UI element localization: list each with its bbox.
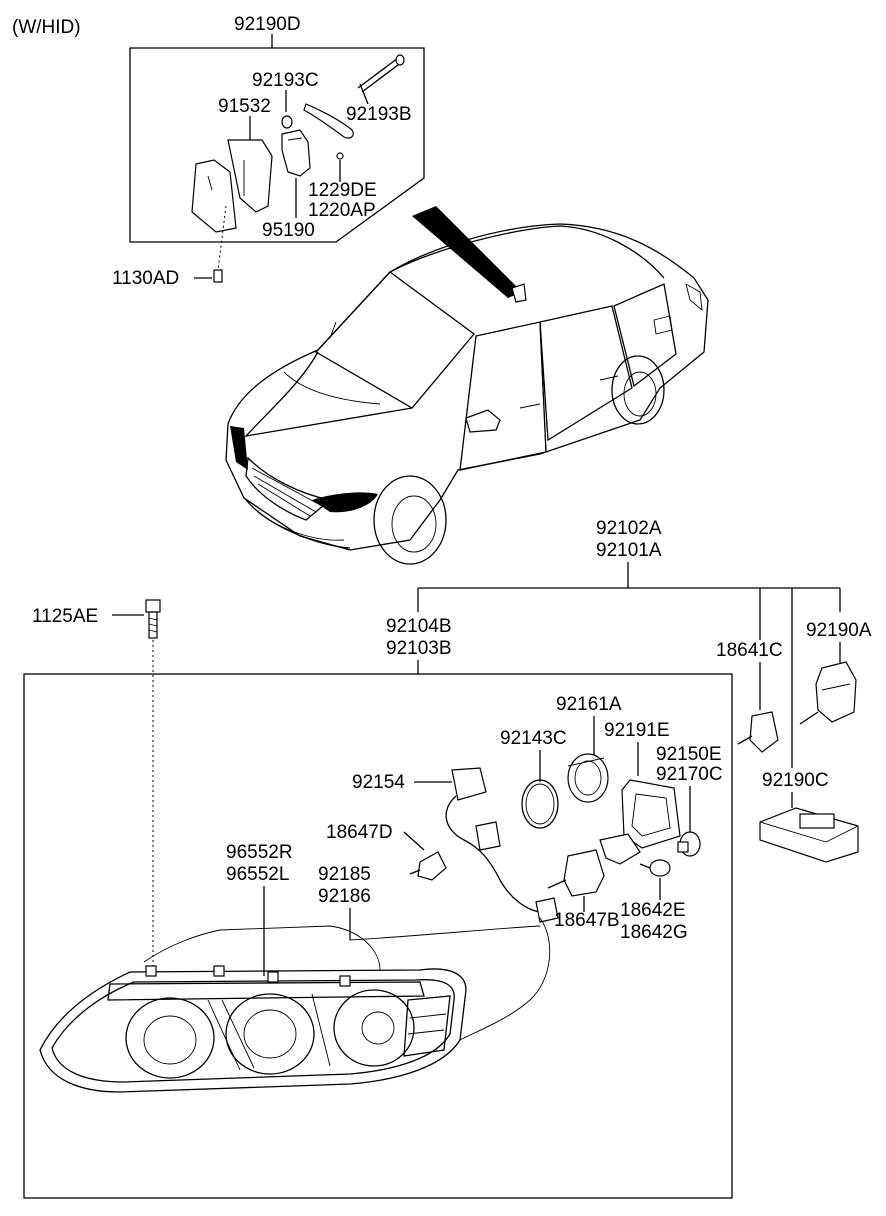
- igniter-92190A: [799, 661, 857, 725]
- label-18647B: 18647B: [554, 910, 620, 931]
- label-92161A: 92161A: [556, 694, 622, 715]
- car-illustration: [225, 223, 709, 565]
- bulb-18647D: [409, 851, 447, 881]
- label-95190: 95190: [262, 220, 315, 241]
- housing-frame: [23, 673, 733, 1199]
- label-1220AP: 1220AP: [308, 200, 376, 221]
- rod-part: [303, 54, 405, 139]
- cover-92191E: [621, 779, 681, 849]
- label-92104B: 92104B: [386, 616, 452, 637]
- label-1125AE: 1125AE: [32, 606, 98, 627]
- label-96552L: 96552L: [226, 864, 289, 885]
- label-1130AD: 1130AD: [112, 268, 179, 289]
- label-92154: 92154: [352, 772, 405, 793]
- screw-part: [213, 269, 223, 283]
- label-92190A: 92190A: [806, 620, 872, 641]
- label-91532: 91532: [218, 96, 271, 117]
- label-92170C: 92170C: [656, 764, 723, 785]
- label-92193C: 92193C: [252, 70, 319, 91]
- label-92190C: 92190C: [762, 770, 829, 791]
- label-92103B: 92103B: [386, 638, 452, 659]
- nut-part: [281, 115, 293, 129]
- label-1229DE: 1229DE: [308, 180, 377, 201]
- label-92190D: 92190D: [234, 14, 301, 35]
- socket-18641C: [737, 711, 779, 753]
- label-92186: 92186: [318, 886, 371, 907]
- ballast-92190C: [759, 807, 859, 863]
- harness-92154: [445, 767, 559, 923]
- label-92185: 92185: [318, 864, 371, 885]
- label-92193B: 92193B: [346, 104, 412, 125]
- bulb-18647B: [547, 849, 605, 912]
- label-92102A: 92102A: [596, 518, 662, 539]
- label-96552R: 96552R: [226, 842, 293, 863]
- label-18642E: 18642E: [620, 900, 686, 921]
- label-18642G: 18642G: [620, 922, 688, 943]
- label-18641C: 18641C: [716, 640, 783, 661]
- module-part: [281, 129, 344, 177]
- inset-frame: [129, 47, 425, 243]
- headlamp-assembly: [39, 917, 551, 1093]
- clip-part: [599, 833, 641, 865]
- label-92101A: 92101A: [596, 540, 662, 561]
- bracket-part: [191, 139, 273, 233]
- label-18647D: 18647D: [326, 822, 393, 843]
- label-92191E: 92191E: [604, 720, 670, 741]
- bolt-part: [145, 599, 161, 639]
- label-92150E: 92150E: [656, 744, 722, 765]
- label-92143C: 92143C: [500, 728, 567, 749]
- bulb-18642E: [639, 859, 671, 877]
- ring-92143C: [521, 779, 559, 829]
- cap-92161A: [567, 753, 609, 803]
- variant-note: (W/HID): [12, 17, 81, 38]
- bulb-92150E: [677, 831, 701, 857]
- pointer-arrow: [412, 206, 522, 298]
